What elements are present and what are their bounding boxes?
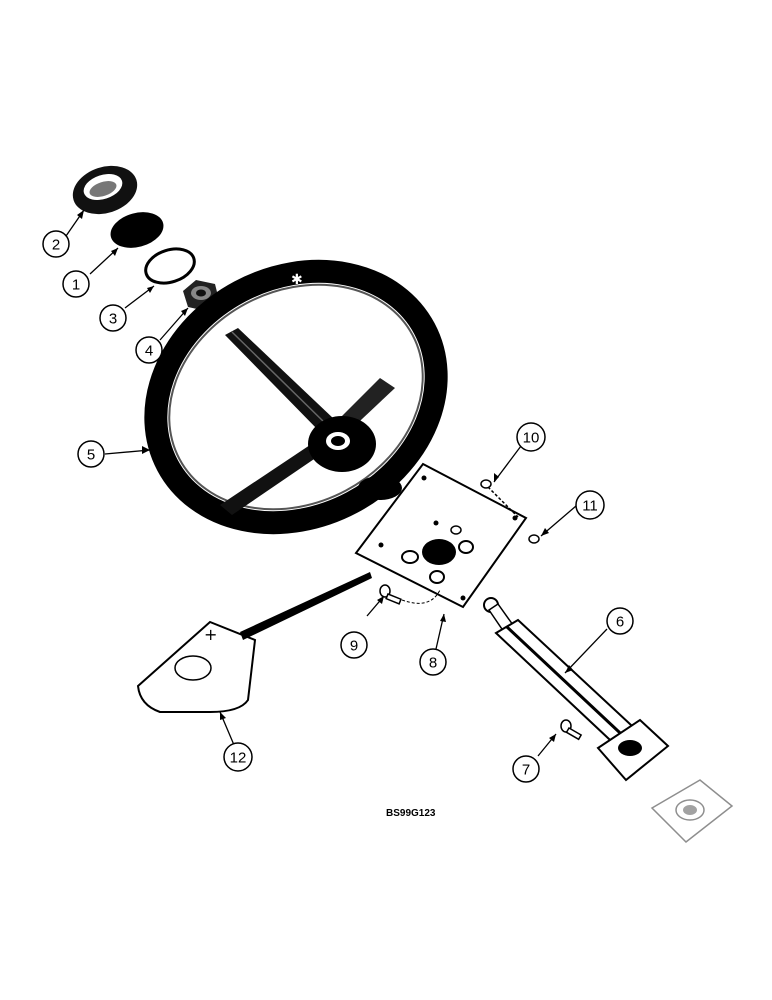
steering-column-part (483, 597, 670, 782)
steering-valve-flange (650, 779, 734, 843)
horn-disc-part (110, 212, 164, 248)
callout-10-label: 10 (523, 430, 540, 447)
o-ring-part (144, 247, 196, 285)
callout-8: 8 (419, 648, 447, 676)
figure-code: BS99G123 (386, 808, 436, 819)
callout-11: 11 (575, 490, 605, 520)
screw-part-10 (480, 479, 519, 518)
callout-7: 7 (512, 755, 540, 783)
callout-9-label: 9 (350, 638, 358, 655)
callout-2: 2 (42, 230, 70, 258)
callout-1-label: 1 (72, 277, 80, 294)
mounting-plate-part (354, 462, 528, 609)
leader-arrowheads (77, 210, 573, 742)
callout-4: 4 (135, 336, 163, 364)
callout-12-label: 12 (230, 750, 247, 767)
callout-10: 10 (516, 422, 546, 452)
callout-12: 12 (223, 742, 253, 772)
callout-7-label: 7 (522, 762, 530, 779)
callout-3-label: 3 (109, 311, 117, 328)
callout-8-label: 8 (429, 655, 437, 672)
callout-2-label: 2 (52, 237, 60, 254)
callout-6-label: 6 (616, 614, 624, 631)
callout-9: 9 (340, 631, 368, 659)
callout-3: 3 (99, 304, 127, 332)
svg-text:✱: ✱ (291, 272, 303, 288)
nut-part-11 (528, 534, 540, 544)
callout-4-label: 4 (145, 343, 153, 360)
bolt-part-9 (379, 584, 441, 605)
bolt-part-7 (560, 719, 583, 741)
leader-lines (65, 209, 608, 757)
svg-text:+: + (204, 625, 217, 644)
callout-11-label: 11 (582, 498, 598, 515)
cap-ring-part (72, 165, 138, 215)
column-cover-part: + (136, 572, 372, 713)
steering-wheel-part: ✱ (144, 259, 448, 535)
callout-6: 6 (606, 607, 634, 635)
callout-5-label: 5 (87, 447, 95, 464)
callout-1: 1 (62, 270, 90, 298)
callout-5: 5 (77, 440, 105, 468)
